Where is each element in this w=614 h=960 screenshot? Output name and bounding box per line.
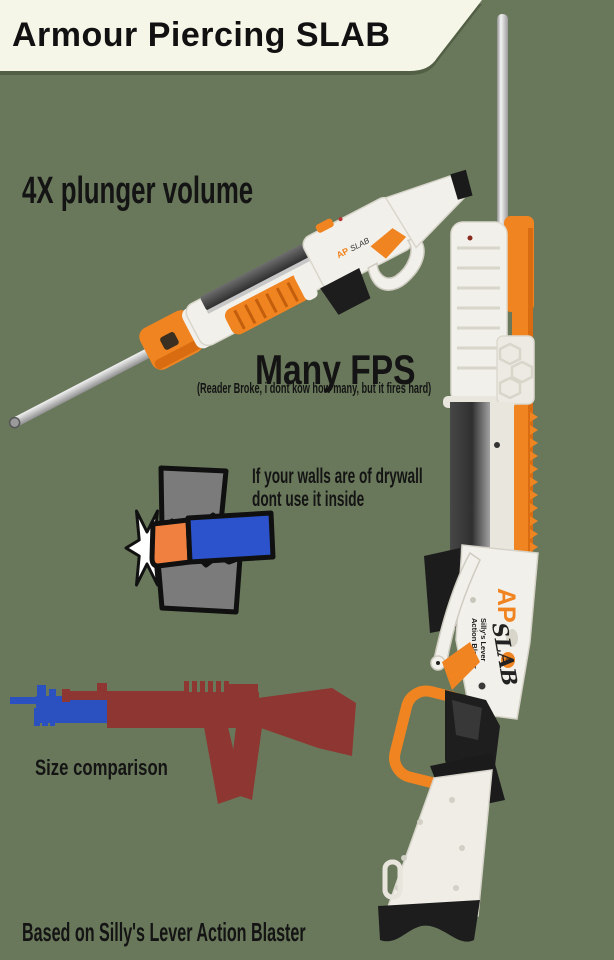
pump-grip <box>224 268 318 335</box>
impact-burst-icon <box>124 509 170 587</box>
poster-title: Armour Piercing SLAB <box>12 16 391 54</box>
sling-loop <box>382 859 403 900</box>
logo-sub-line1: Silly's Lever <box>479 618 488 662</box>
shoulder-stock <box>378 753 505 942</box>
plunger-tube <box>450 402 514 562</box>
receiver: AP SLAB <box>302 196 413 290</box>
butt-pad <box>378 900 480 942</box>
hex-panel <box>496 335 535 405</box>
fps-heading: Many FPS <box>255 346 416 393</box>
footer-credit: Based on Silly's Lever Action Blaster <box>22 917 306 947</box>
magazine-block <box>320 268 371 315</box>
size-comparison-silhouettes <box>10 681 356 804</box>
drywall-warning-line1: If your walls are of drywall <box>252 465 423 488</box>
size-comparison-label: Size comparison <box>35 755 168 780</box>
red-rifle-silhouette <box>62 681 356 804</box>
logo-ap: AP <box>492 588 520 623</box>
dart-icon <box>149 510 276 569</box>
shoulder-stock <box>384 169 473 249</box>
dart-wall-cartoon <box>124 465 276 615</box>
barrel <box>8 344 161 429</box>
fps-note: (Reader Broke, i dont kow how many, but … <box>197 380 432 397</box>
blaster-render-diagonal: AP SLAB <box>8 169 473 429</box>
logo-sub-line2: Action Blaster <box>470 618 479 669</box>
title-banner <box>0 0 482 75</box>
blaster-render-vertical: AP SLAB Silly's Lever Action Blaster <box>378 14 539 942</box>
drywall-warning-line2: dont use it inside <box>252 488 365 511</box>
receiver: AP SLAB Silly's Lever Action Blaster <box>455 544 539 720</box>
barrel <box>497 14 508 226</box>
plunger-volume-label: 4X plunger volume <box>22 170 254 212</box>
